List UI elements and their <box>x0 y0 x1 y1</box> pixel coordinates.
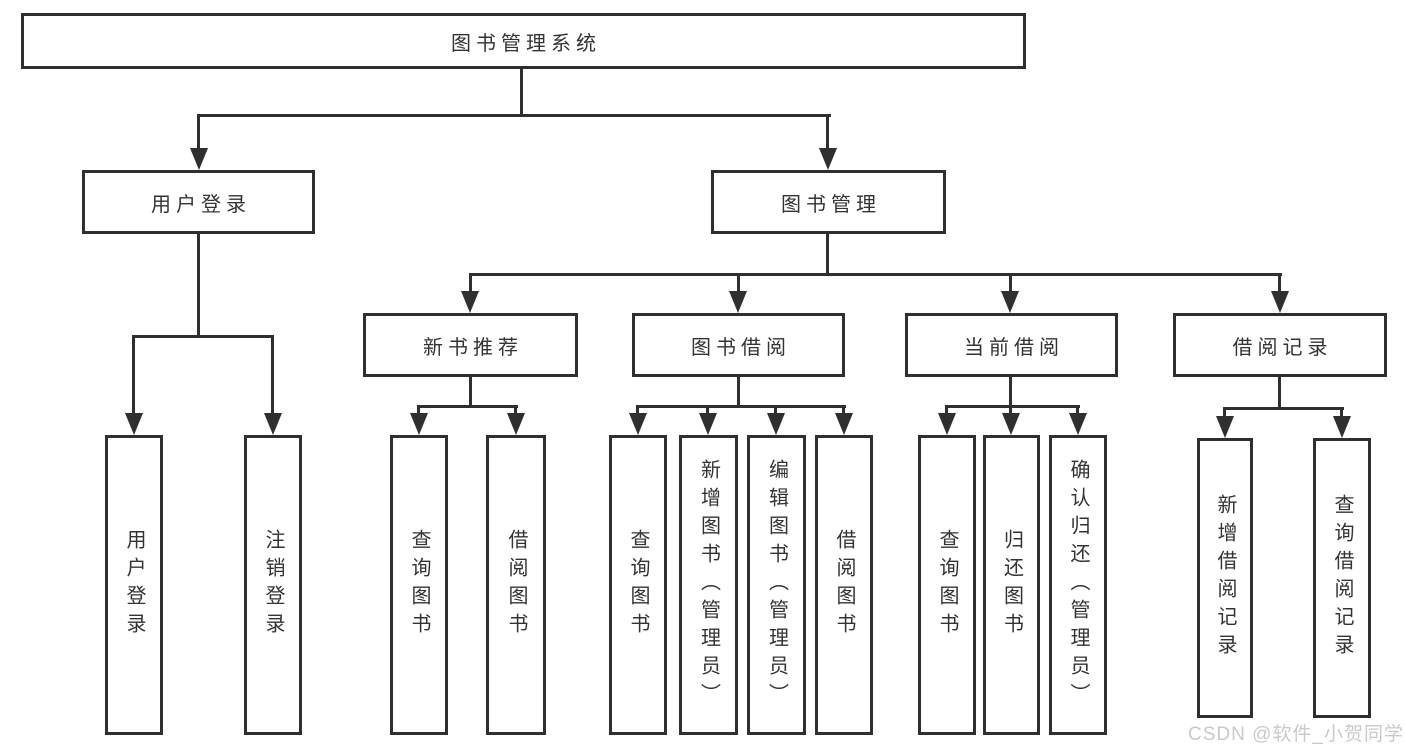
leaf-label: 新增借阅记录 <box>1214 494 1236 662</box>
connector-line <box>197 234 200 338</box>
connector-line <box>945 405 948 420</box>
connector-line <box>1278 273 1281 298</box>
connector-line <box>1009 273 1012 298</box>
connector-line <box>197 114 200 152</box>
leaf-edit-books-admin: 编辑图书（管理员） <box>747 435 806 735</box>
leaf-label: 编辑图书（管理员） <box>765 459 788 711</box>
leaf-query-books-borrow: 查询图书 <box>609 435 667 735</box>
arrowhead-icon <box>1271 291 1289 313</box>
arrowhead-icon <box>938 413 956 435</box>
leaf-label: 借阅图书 <box>833 529 855 641</box>
connector-line <box>1340 407 1343 423</box>
connector-line <box>1223 407 1344 410</box>
connector-line <box>132 335 274 338</box>
leaf-add-borrow-record: 新增借阅记录 <box>1197 438 1253 718</box>
leaf-label: 查询借阅记录 <box>1331 494 1353 662</box>
node-user-login: 用户登录 <box>82 170 315 234</box>
connector-line <box>417 405 518 408</box>
connector-line <box>737 377 740 408</box>
connector-line <box>945 405 1080 408</box>
connector-line <box>271 335 274 420</box>
leaf-add-books-admin: 新增图书（管理员） <box>679 435 738 735</box>
arrowhead-icon <box>1333 416 1351 438</box>
arrowhead-icon <box>264 413 282 435</box>
csdn-watermark: CSDN @软件_小贺同学 <box>1188 724 1404 745</box>
connector-line <box>417 405 420 420</box>
arrowhead-icon <box>729 291 747 313</box>
connector-line <box>469 377 472 408</box>
arrowhead-icon <box>410 413 428 435</box>
connector-line <box>636 405 846 408</box>
leaf-label: 归还图书 <box>1000 529 1023 641</box>
node-book-borrow: 图书借阅 <box>632 313 845 377</box>
leaf-borrow-books-recommend: 借阅图书 <box>486 435 546 735</box>
leaf-label: 确认归还（管理员） <box>1067 459 1089 711</box>
connector-line <box>197 114 831 117</box>
connector-line <box>1076 405 1079 420</box>
leaf-label: 查询图书 <box>936 529 958 641</box>
arrowhead-icon <box>461 291 479 313</box>
connector-line <box>636 405 639 420</box>
leaf-confirm-return-admin: 确认归还（管理员） <box>1049 435 1107 735</box>
leaf-query-books-current: 查询图书 <box>918 435 976 735</box>
node-root: 图书管理系统 <box>21 13 1026 69</box>
arrowhead-icon <box>699 413 717 435</box>
leaf-query-books-recommend: 查询图书 <box>390 435 448 735</box>
arrowhead-icon <box>1002 413 1020 435</box>
leaf-label: 注销登录 <box>262 529 284 641</box>
leaf-label: 用户登录 <box>123 529 145 641</box>
node-new-book-recommend: 新书推荐 <box>363 313 578 377</box>
leaf-query-borrow-record: 查询借阅记录 <box>1313 438 1371 718</box>
connector-line <box>706 405 709 420</box>
leaf-borrow-books-borrow: 借阅图书 <box>815 435 873 735</box>
connector-line <box>520 69 523 117</box>
leaf-label: 查询图书 <box>627 529 649 641</box>
leaf-label: 查询图书 <box>408 529 430 641</box>
connector-line <box>132 335 135 420</box>
leaf-user-login: 用户登录 <box>105 435 163 735</box>
leaf-label: 借阅图书 <box>505 529 527 641</box>
connector-line <box>842 405 845 420</box>
arrowhead-icon <box>190 148 208 170</box>
connector-line <box>1223 407 1226 423</box>
connector-line <box>826 114 829 152</box>
arrowhead-icon <box>767 413 785 435</box>
connector-line <box>1009 405 1012 420</box>
node-book-management: 图书管理 <box>711 170 946 234</box>
leaf-label: 新增图书（管理员） <box>697 459 720 711</box>
arrowhead-icon <box>835 413 853 435</box>
connector-line <box>514 405 517 420</box>
connector-line <box>469 273 1282 276</box>
connector-line <box>1009 377 1012 408</box>
leaf-logout: 注销登录 <box>244 435 302 735</box>
arrowhead-icon <box>629 413 647 435</box>
connector-line <box>469 273 472 298</box>
connector-line <box>826 234 829 276</box>
leaf-return-books: 归还图书 <box>983 435 1040 735</box>
arrowhead-icon <box>125 413 143 435</box>
arrowhead-icon <box>819 148 837 170</box>
node-borrow-records: 借阅记录 <box>1173 313 1387 377</box>
connector-line <box>1278 377 1281 410</box>
arrowhead-icon <box>1216 416 1234 438</box>
arrowhead-icon <box>507 413 525 435</box>
connector-line <box>737 273 740 298</box>
arrowhead-icon <box>1069 413 1087 435</box>
node-current-borrow: 当前借阅 <box>905 313 1118 377</box>
arrowhead-icon <box>1001 291 1019 313</box>
connector-line <box>774 405 777 420</box>
